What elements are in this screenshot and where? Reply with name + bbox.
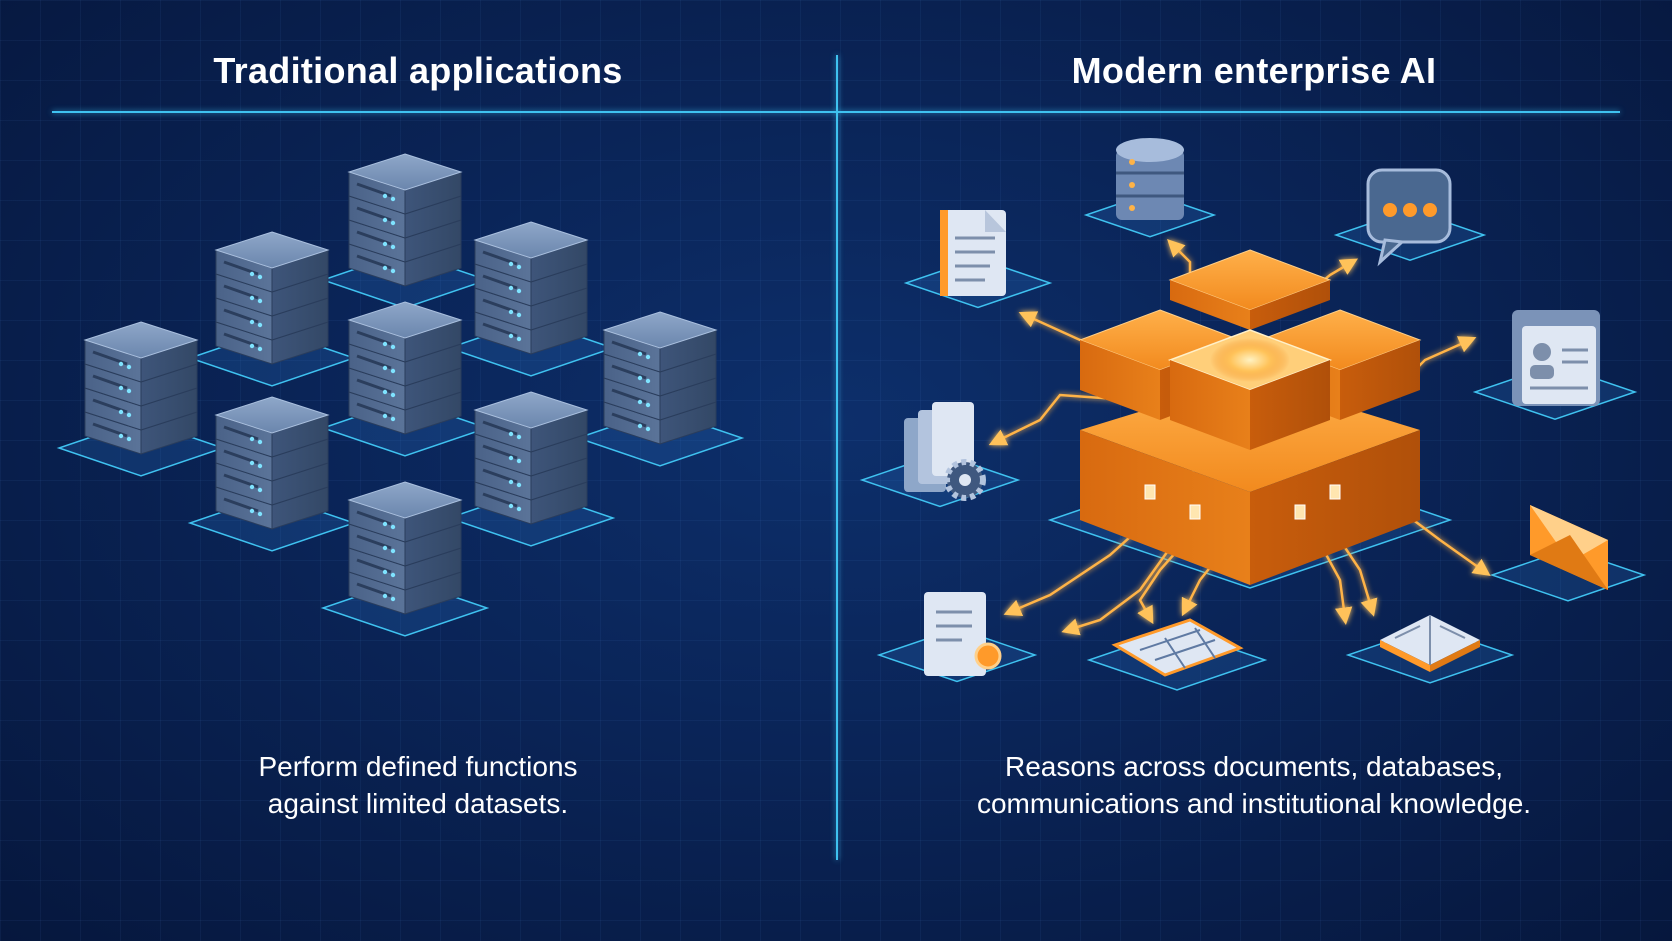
envelope-icon bbox=[1530, 505, 1608, 590]
connector-certificate-2 bbox=[1061, 519, 1192, 636]
server-stack-icon bbox=[446, 391, 616, 547]
left-header-divider bbox=[52, 111, 836, 113]
traditional-caption-line-1: Perform defined functions bbox=[258, 751, 578, 782]
contact-folder-icon bbox=[1512, 310, 1600, 406]
server-stack-icon bbox=[320, 153, 490, 309]
enterprise-ai-caption-line-1: Reasons across documents, databases, bbox=[1004, 751, 1504, 782]
database-icon bbox=[1116, 138, 1184, 220]
server-cluster bbox=[56, 153, 745, 637]
server-stack-icon bbox=[187, 396, 357, 552]
traditional-caption-line-2: against limited datasets. bbox=[267, 788, 569, 819]
enterprise-ai-caption-line-2: communications and institutional knowled… bbox=[976, 788, 1532, 819]
server-stack-icon bbox=[187, 231, 357, 387]
right-header-divider bbox=[836, 111, 1620, 113]
ai-core-cube-icon bbox=[1078, 249, 1422, 585]
enterprise-ai-panel: Modern enterprise AI Reasons across docu… bbox=[836, 0, 1672, 941]
enterprise-ai-caption: Reasons across documents, databases, com… bbox=[836, 748, 1672, 822]
document-icon bbox=[940, 210, 1006, 296]
file-settings-icon bbox=[904, 402, 986, 501]
traditional-title: Traditional applications bbox=[213, 50, 623, 91]
traditional-panel: Traditional applications Perform defined… bbox=[0, 50, 836, 822]
certificate-icon bbox=[924, 592, 1002, 676]
chat-bubble-icon bbox=[1366, 168, 1452, 267]
envelope-platform bbox=[1489, 548, 1647, 602]
blueprint-icon bbox=[1111, 618, 1244, 677]
server-stack-icon bbox=[56, 321, 226, 477]
server-stack-icon bbox=[320, 481, 490, 637]
server-stack-icon bbox=[575, 311, 745, 467]
server-stack-icon bbox=[446, 221, 616, 377]
server-stack-icon bbox=[320, 301, 490, 457]
connector-settings-file bbox=[988, 393, 1131, 446]
center-divider bbox=[836, 55, 838, 860]
traditional-caption: Perform defined functions against limite… bbox=[0, 748, 836, 822]
enterprise-ai-title: Modern enterprise AI bbox=[1071, 50, 1437, 91]
open-book-icon bbox=[1380, 615, 1480, 672]
